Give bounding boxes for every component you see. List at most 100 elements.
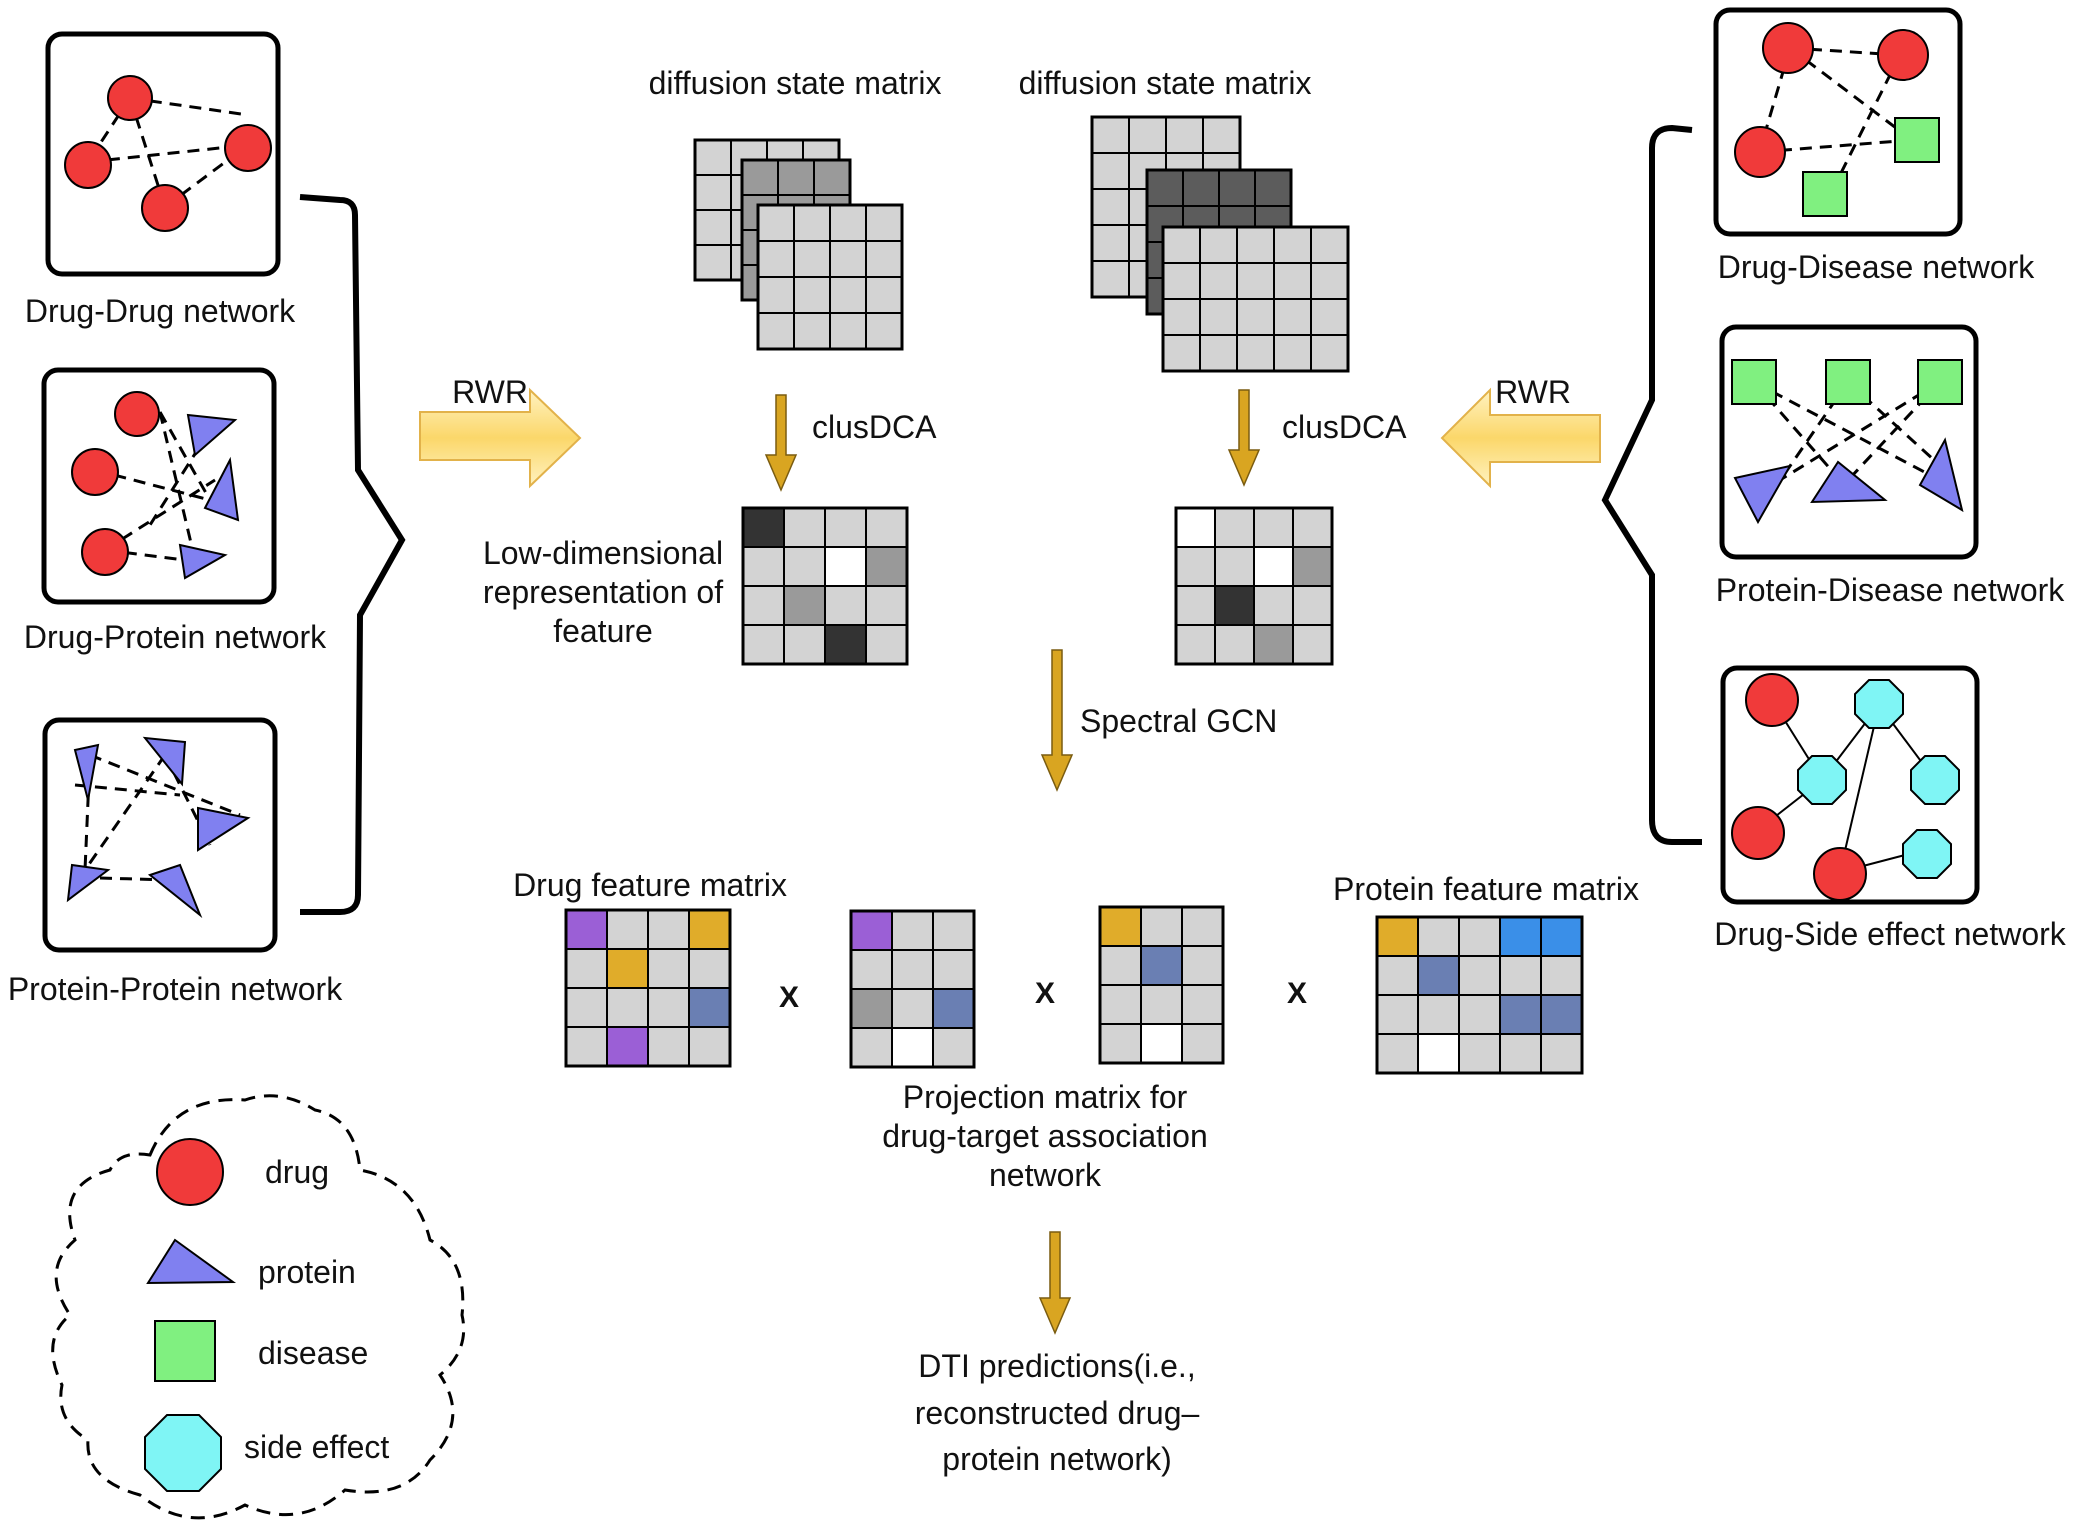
protein-node (203, 456, 240, 522)
drug-protein-label: Drug-Protein network (24, 619, 327, 655)
legend: drug protein disease side effect (51, 1094, 466, 1520)
matrix-cell (829, 204, 867, 242)
legend-side-effect-label: side effect (244, 1429, 389, 1465)
spectral-gcn-arrow: Spectral GCN (1040, 649, 1277, 792)
diffusion-left-front (756, 203, 904, 351)
matrix-cell (757, 240, 795, 278)
matrix-cell (813, 159, 851, 196)
disease-node (1731, 359, 1777, 405)
matrix-cell (757, 204, 795, 242)
matrix-cell (1181, 1023, 1224, 1064)
matrix-cell (932, 910, 975, 951)
protein-node (73, 743, 100, 801)
side-effect-node (1910, 755, 1960, 805)
matrix-cell (783, 624, 826, 665)
protein-feature-matrix (1375, 915, 1584, 1075)
matrix-cell (1417, 994, 1460, 1035)
protein-node (1918, 437, 1964, 513)
matrix-cell (1175, 585, 1216, 626)
matrix-cell (694, 174, 732, 211)
multiply-symbol-3: X (1287, 977, 1307, 1010)
legend-disease-label: disease (258, 1335, 368, 1371)
matrix-cell (1236, 298, 1275, 336)
rwr-left-label: RWR (452, 374, 528, 410)
factorization-matrices (564, 905, 1584, 1075)
drug-node (224, 124, 272, 172)
protein-node (1733, 464, 1792, 525)
spectral-gcn-arrow-shape (1040, 649, 1074, 792)
drug-node (1813, 847, 1867, 901)
matrix-cell (783, 585, 826, 626)
matrix-cell (757, 276, 795, 314)
diffusion-right-front (1161, 225, 1350, 373)
matrix-cell (688, 948, 731, 989)
legend-drug-label: drug (265, 1154, 329, 1190)
drug-node (1731, 806, 1785, 860)
clusdca-left-label: clusDCA (812, 409, 937, 445)
matrix-cell (1417, 955, 1460, 996)
low-dim-caption: Low-dimensional representation of featur… (483, 535, 723, 649)
matrix-cell (1376, 916, 1419, 957)
diffusion-state-matrix-left-title: diffusion state matrix (649, 65, 942, 101)
matrix-cell (793, 312, 831, 350)
matrix-cell (793, 240, 831, 278)
matrix-cell (1162, 226, 1201, 264)
legend-drug-symbol (156, 1138, 224, 1206)
drug-node (114, 391, 160, 437)
matrix-cell (757, 312, 795, 350)
matrix-cell (742, 585, 785, 626)
left-curly-brace (299, 194, 406, 915)
matrix-cell (1253, 546, 1294, 587)
protein-disease-frame (1719, 324, 1979, 560)
matrix-cell (1273, 226, 1312, 264)
matrix-cell (824, 507, 867, 548)
matrix-cell (1099, 945, 1142, 986)
matrix-cell (865, 276, 903, 314)
matrix-cell (647, 909, 690, 950)
matrix-cell (1458, 916, 1501, 957)
matrix-cell (1292, 624, 1333, 665)
matrix-cell (1175, 507, 1216, 548)
matrix-cell (1417, 916, 1460, 957)
matrix-border (564, 908, 732, 1068)
protein-node (1810, 460, 1888, 504)
spectral-gcn-label: Spectral GCN (1080, 703, 1277, 739)
drug-node (107, 75, 153, 121)
low-dim-matrix-left (741, 506, 909, 666)
dti-line1: DTI predictions(i.e., (918, 1348, 1195, 1384)
multiply-symbol-1: X (779, 981, 799, 1014)
matrix-cell (1310, 298, 1349, 336)
matrix-cell (850, 988, 893, 1029)
matrix-cell (1540, 955, 1583, 996)
dti-prediction-arrow (1038, 1231, 1072, 1335)
matrix-cell (1162, 262, 1201, 300)
matrix-cell (1292, 546, 1333, 587)
matrix-cell (1162, 334, 1201, 372)
matrix-cell (1499, 955, 1542, 996)
protein-disease-network-panel: Protein-Disease network (1716, 324, 2065, 608)
drug-node (1762, 22, 1814, 74)
protein-protein-network-panel: Protein-Protein network (8, 717, 343, 1007)
matrix-cell (1162, 298, 1201, 336)
matrix-cell (891, 1027, 934, 1068)
matrix-cell (1128, 116, 1167, 154)
matrix-cell (1236, 334, 1275, 372)
matrix-border (1174, 506, 1334, 666)
matrix-cell (1182, 169, 1220, 207)
matrix-cell (865, 546, 908, 587)
drug-node (1745, 673, 1799, 727)
matrix-cell (1310, 226, 1349, 264)
drug-disease-label: Drug-Disease network (1718, 249, 2036, 285)
rwr-left-arrow-shape (419, 387, 582, 489)
matrix-cell (1253, 507, 1294, 548)
protein-feature-matrix-title: Protein feature matrix (1333, 871, 1639, 907)
matrix-cell (1376, 994, 1419, 1035)
drug-side-effect-label: Drug-Side effect network (1714, 916, 2067, 952)
matrix-cell (1458, 994, 1501, 1035)
legend-cloud-border (51, 1094, 466, 1520)
matrix-cell (1458, 1033, 1501, 1074)
matrix-cell (932, 949, 975, 990)
matrix-cell (565, 948, 608, 989)
protein-node (66, 863, 111, 903)
